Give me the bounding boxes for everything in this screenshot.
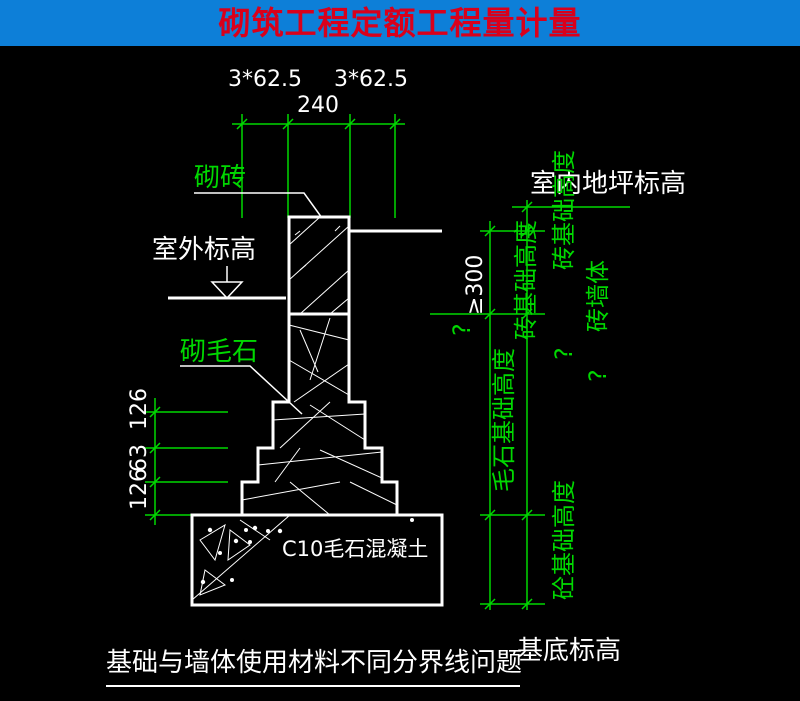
step-dimension (145, 398, 228, 525)
indoor-elevation-label: 室内地坪标高 (530, 169, 686, 199)
brick-foundation-height: 砖基础高度 (512, 220, 540, 340)
title-bar (0, 0, 800, 46)
question-mark-1: ? (550, 347, 578, 360)
min-height-label: ≥300 (463, 255, 488, 315)
brick-wall (287, 215, 351, 316)
rubble-foundation-height: 毛石基础高度 (490, 348, 518, 492)
top-dimension (232, 114, 405, 218)
step-dim-3: 126 (127, 468, 152, 510)
concrete-hatch (191, 514, 291, 601)
dim-left-split: 3*62.5 (228, 67, 302, 92)
step-dim-2: 63 (127, 444, 152, 472)
dim-right-split: 3*62.5 (334, 67, 408, 92)
brick-leader (194, 192, 323, 219)
page-title: 砌筑工程定额工程量计量 (218, 4, 582, 42)
brick-foundation-height-2: 砖基础高度 (550, 150, 578, 270)
rubble-label: 砌毛石 (180, 337, 258, 367)
brick-label: 砌砖 (194, 163, 246, 193)
base-elevation-label: 基底标高 (517, 636, 621, 666)
brick-wall-note: 砖墙体 (584, 260, 612, 332)
rubble-hatch (241, 317, 398, 516)
question-mark-3: ? (448, 323, 476, 336)
rubble-leader (180, 365, 303, 415)
question-mark-2: ? (584, 369, 612, 382)
step-dim-1: 126 (127, 388, 152, 430)
concrete-label: C10毛石混凝土 (282, 537, 428, 561)
concrete-base (190, 513, 444, 607)
brick-hatch (288, 216, 350, 315)
dim-width: 240 (297, 93, 339, 118)
concrete-dots (200, 518, 414, 585)
outdoor-elevation-label: 室外标高 (152, 235, 256, 265)
right-dimension (430, 200, 630, 610)
rubble-foundation (240, 312, 399, 515)
footer-caption: 基础与墙体使用材料不同分界线问题 (106, 648, 522, 678)
concrete-foundation-height: 砼基础高度 (550, 480, 578, 600)
